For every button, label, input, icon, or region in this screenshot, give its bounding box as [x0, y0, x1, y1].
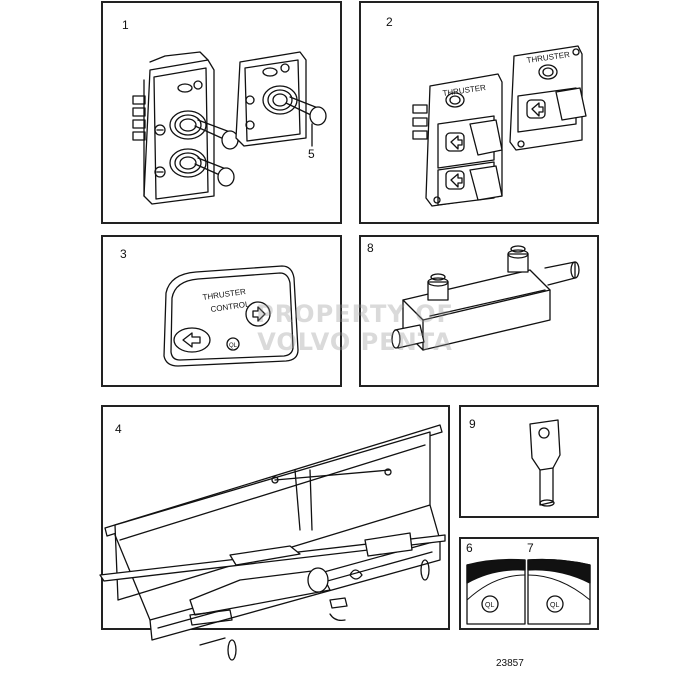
panel-9: [459, 405, 599, 518]
dual-joystick-panel: [132, 51, 239, 205]
panel-2-number: 2: [386, 15, 393, 29]
thruster-panel-double: [412, 73, 503, 207]
panel-3-number: 3: [120, 247, 127, 261]
tool-case: [104, 424, 443, 641]
panel-4-number: 4: [115, 422, 122, 436]
ql-logo-decal-6: QL: [485, 602, 494, 609]
panel-1-number: 1: [122, 18, 129, 32]
crimping-tool: [99, 468, 446, 661]
ql-logo-decal-7: QL: [550, 602, 559, 609]
single-joystick-panel: [235, 51, 327, 147]
cable-lug: [529, 419, 561, 507]
panel-7-number: 7: [527, 541, 534, 555]
panel-9-number: 9: [469, 417, 476, 431]
fuse-bracket: [391, 245, 580, 351]
panel-8-number: 8: [367, 241, 374, 255]
callout-5: 5: [308, 147, 315, 161]
panel-6-number: 6: [466, 541, 473, 555]
figure-id: 23857: [496, 658, 524, 669]
panel-8: [359, 235, 599, 387]
decal-7: [527, 558, 591, 625]
decal-6: [466, 558, 526, 625]
thruster-control-panel: [163, 265, 299, 367]
ql-logo-panel-3: QL: [229, 343, 238, 349]
thruster-panel-single: [509, 45, 587, 151]
